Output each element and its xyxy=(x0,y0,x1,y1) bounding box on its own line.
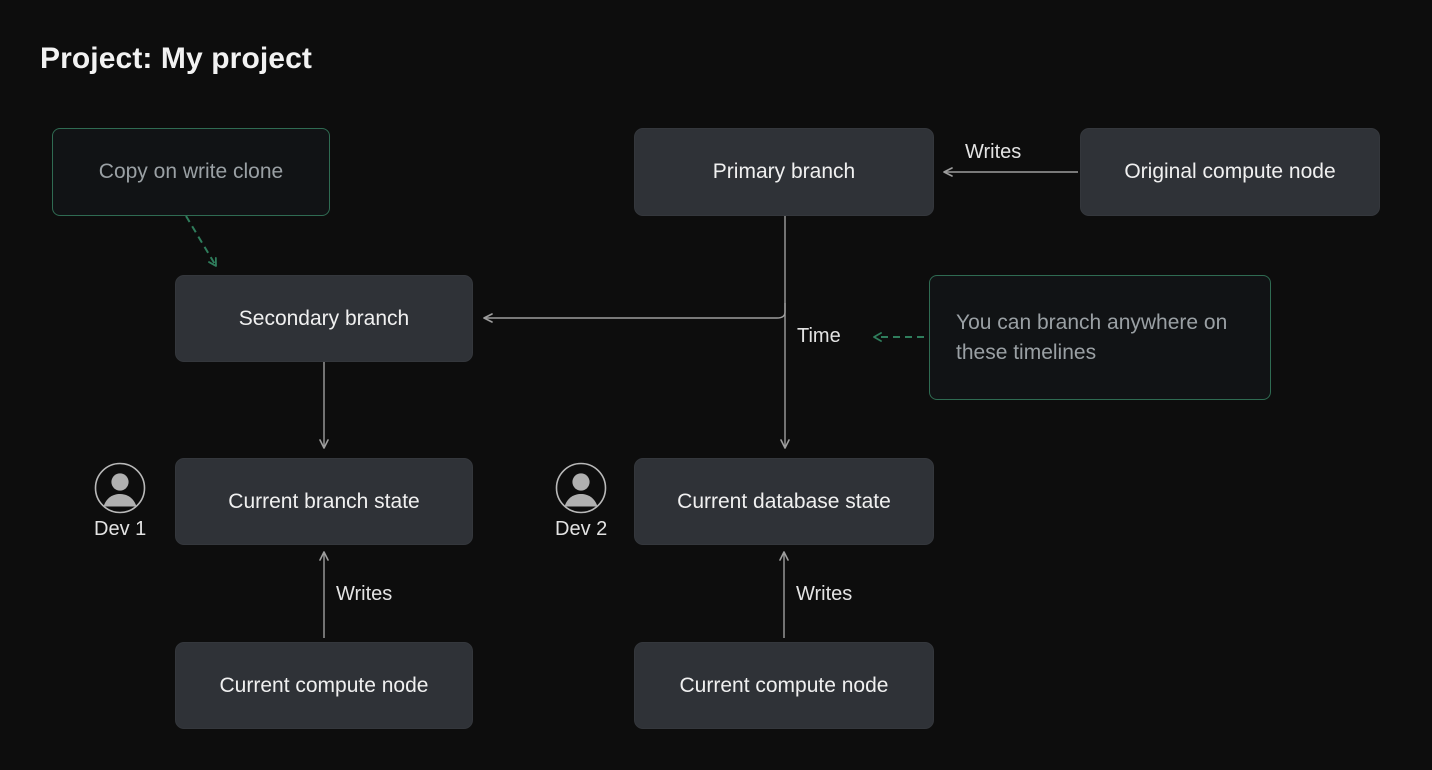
user-avatar-icon xyxy=(555,462,607,514)
edge-label-writes-left: Writes xyxy=(336,583,393,605)
node-current-database-state[interactable]: Current database state xyxy=(634,458,934,545)
edge-copy-on-write-to-secondary xyxy=(185,215,217,267)
node-primary-branch[interactable]: Primary branch xyxy=(634,128,934,216)
actor-dev-2: Dev 2 xyxy=(555,462,607,541)
node-current-compute-node-right[interactable]: Current compute node xyxy=(634,642,934,729)
page-title: Project: My project xyxy=(40,42,312,75)
node-label: You can branch anywhere on these timelin… xyxy=(956,310,1228,364)
node-label: Copy on write clone xyxy=(98,160,284,184)
edge-label-writes-top: Writes xyxy=(965,141,1022,163)
node-copy-on-write-clone[interactable]: Copy on write clone xyxy=(52,128,330,216)
node-original-compute-node[interactable]: Original compute node xyxy=(1080,128,1380,216)
node-label: Current branch state xyxy=(228,489,420,513)
edge-primary-to-secondary xyxy=(483,303,786,323)
actor-label: Dev 1 xyxy=(94,518,147,540)
actor-label: Dev 2 xyxy=(555,518,608,540)
user-avatar-icon xyxy=(94,462,146,514)
node-label: Primary branch xyxy=(712,160,856,184)
node-branch-anywhere-note[interactable]: You can branch anywhere on these timelin… xyxy=(929,275,1271,400)
edge-label-time: Time xyxy=(797,325,841,347)
node-label: Current compute node xyxy=(219,673,429,697)
edge-label-writes-right: Writes xyxy=(796,583,853,605)
node-current-compute-node-left[interactable]: Current compute node xyxy=(175,642,473,729)
node-secondary-branch[interactable]: Secondary branch xyxy=(175,275,473,362)
node-current-branch-state[interactable]: Current branch state xyxy=(175,458,473,545)
node-label: Secondary branch xyxy=(238,306,410,330)
node-label: Current database state xyxy=(677,489,891,513)
node-label: Current compute node xyxy=(679,673,889,697)
actor-dev-1: Dev 1 xyxy=(94,462,146,541)
node-label: Original compute node xyxy=(1124,160,1336,184)
